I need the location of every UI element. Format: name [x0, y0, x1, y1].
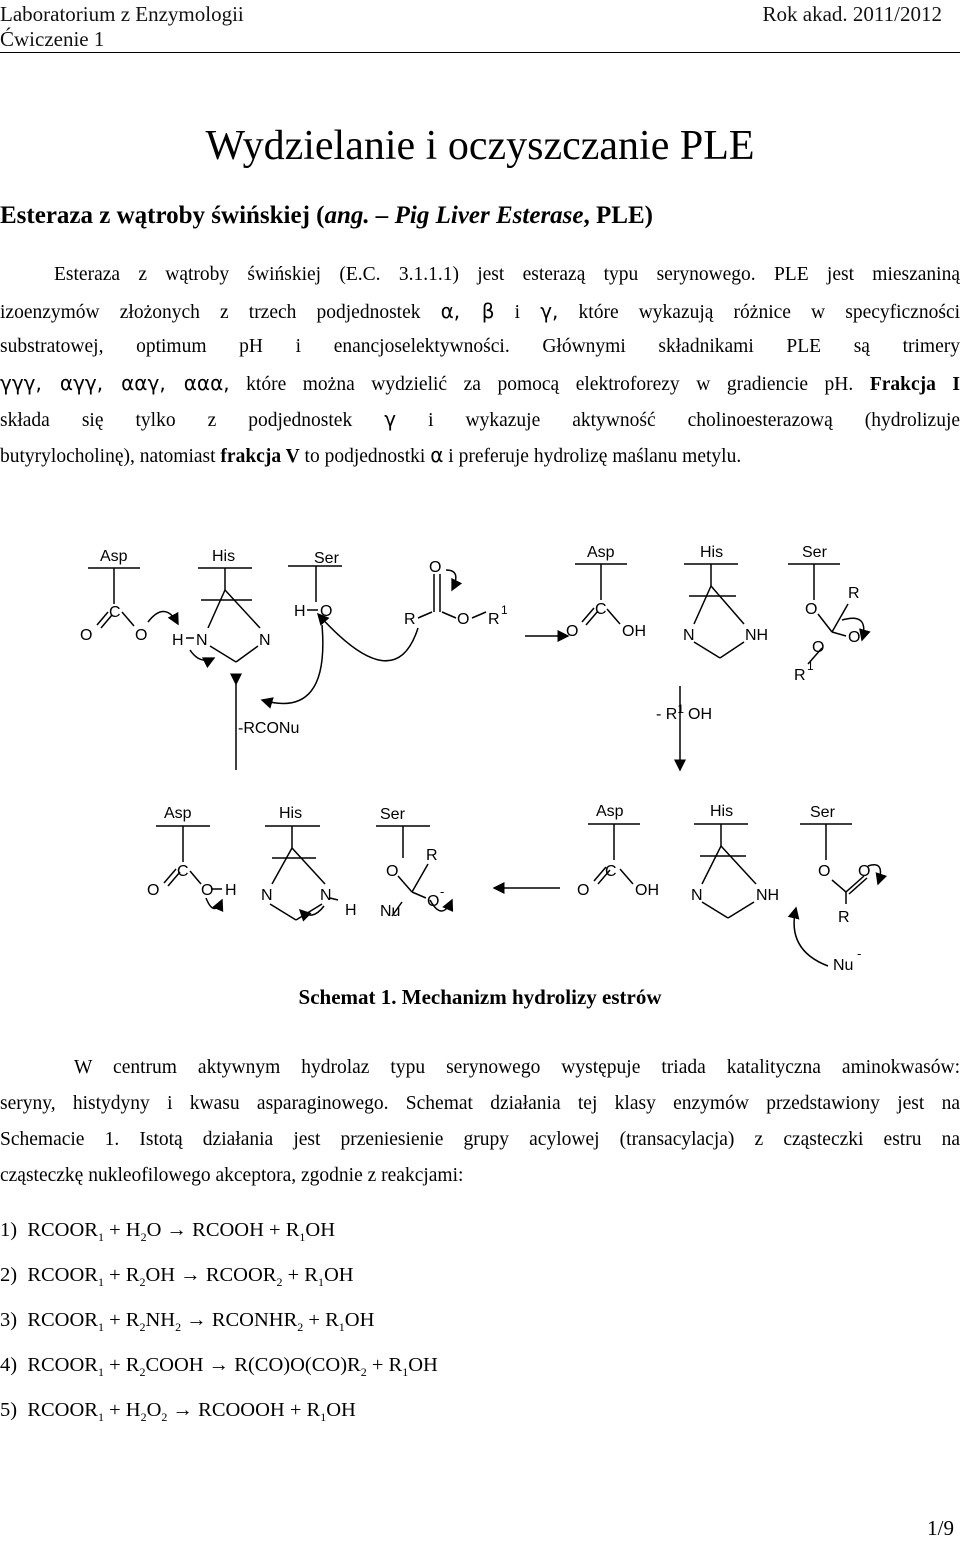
svg-text:C: C [605, 863, 617, 880]
reaction-5: 5) RCOOR1 + H2O2 → RCOOOH + R1OH [0, 1399, 356, 1425]
svg-text:N: N [196, 632, 208, 649]
svg-text:Asp: Asp [587, 544, 615, 561]
svg-text:OH: OH [622, 623, 646, 640]
svg-text:-: - [440, 884, 444, 899]
svg-text:Ser: Ser [802, 544, 828, 561]
svg-text:His: His [710, 803, 733, 820]
svg-text:1: 1 [501, 603, 508, 617]
svg-text:O: O [848, 629, 860, 646]
svg-text:C: C [177, 863, 189, 880]
svg-text:O: O [858, 863, 870, 880]
svg-text:His: His [279, 805, 302, 822]
intro-line-2: izoenzymów złożonych z trzech podjednost… [0, 299, 960, 323]
svg-text:N: N [691, 887, 703, 904]
svg-text:O: O [386, 863, 398, 880]
header-rule [0, 52, 960, 53]
header-lab: Laboratorium z Enzymologii [0, 2, 244, 26]
svg-text:H: H [225, 882, 237, 899]
body-line-1: W centrum aktywnym hydrolaz typu serynow… [74, 1057, 960, 1078]
svg-text:O: O [457, 611, 469, 628]
intro-line-6: butyrylocholinę), natomiast frakcja V to… [0, 443, 742, 467]
svg-text:O: O [201, 882, 213, 899]
svg-text:Ser: Ser [810, 804, 836, 821]
reaction-1: 1) RCOOR1 + H2O → RCOOH + R1OH [0, 1219, 336, 1245]
reaction-scheme: Asp His Ser O C O H N N H O O R O R 1 As… [80, 544, 888, 974]
header-year: Rok akad. 2011/2012 [762, 2, 942, 26]
svg-text:C: C [109, 604, 121, 621]
svg-text:O: O [135, 627, 147, 644]
header-exercise: Ćwiczenie 1 [0, 27, 105, 51]
svg-text:H: H [172, 632, 184, 649]
asp-label: Asp [100, 548, 128, 565]
svg-text:NH: NH [756, 887, 779, 904]
rconu-label: -RCONu [238, 720, 299, 737]
svg-text:N: N [259, 632, 271, 649]
svg-text:Ser: Ser [380, 806, 406, 823]
svg-text:O: O [566, 623, 578, 640]
svg-text:N: N [261, 887, 273, 904]
subtitle: Esteraza z wątroby świńskiej (ang. – Pig… [0, 202, 653, 229]
intro-line-4: γγγ, αγγ, ααγ, ααα, które można wydzieli… [0, 371, 960, 395]
svg-text:C: C [595, 601, 607, 618]
body-paragraph: W centrum aktywnym hydrolaz typu serynow… [0, 1050, 960, 1194]
svg-text:R: R [488, 611, 500, 628]
svg-text:R: R [838, 909, 850, 926]
svg-text:His: His [700, 544, 723, 561]
svg-text:O: O [427, 893, 439, 910]
svg-text:R: R [426, 847, 438, 864]
svg-text:-: - [857, 946, 861, 961]
svg-text:O: O [429, 559, 441, 576]
svg-text:O: O [805, 601, 817, 618]
reaction-4: 4) RCOOR1 + R2COOH → R(CO)O(CO)R2 + R1OH [0, 1354, 438, 1380]
reaction-2: 2) RCOOR1 + R2OH → RCOOR2 + R1OH [0, 1264, 354, 1290]
reaction-3: 3) RCOOR1 + R2NH2 → RCONHR2 + R1OH [0, 1309, 375, 1335]
svg-text:N: N [683, 627, 695, 644]
intro-line-1: Esteraza z wątroby świńskiej (E.C. 3.1.1… [54, 264, 960, 285]
svg-text:O: O [577, 882, 589, 899]
svg-text:O: O [80, 627, 92, 644]
svg-text:NH: NH [745, 627, 768, 644]
scheme-caption: Schemat 1. Mechanizm hydrolizy estrów [298, 985, 662, 1009]
svg-text:-: - [861, 622, 865, 637]
intro-line-5: składa się tylko z podjednostek γ i wyka… [0, 407, 960, 431]
svg-text:R: R [794, 667, 806, 684]
body-line-2: seryny, histydyny i kwasu asparaginowego… [0, 1093, 960, 1114]
svg-text:O: O [147, 882, 159, 899]
his-label: His [212, 548, 235, 565]
svg-text:O: O [812, 639, 824, 656]
body-line-3: Schemacie 1. Istotą działania jest przen… [0, 1129, 960, 1150]
svg-text:OH: OH [635, 882, 659, 899]
svg-text:Asp: Asp [596, 803, 624, 820]
page-number: 1/9 [927, 1516, 954, 1540]
svg-text:O: O [818, 863, 830, 880]
body-line-4: cząsteczkę nukleofilowego akceptora, zgo… [0, 1165, 464, 1186]
intro-paragraph: Esteraza z wątroby świńskiej (E.C. 3.1.1… [0, 257, 960, 473]
svg-text:O: O [320, 603, 332, 620]
intro-line-3: substratowej, optimum pH i enancjoselekt… [0, 336, 960, 357]
ser-label: Ser [314, 550, 340, 567]
svg-text:H: H [294, 603, 306, 620]
svg-text:H: H [345, 902, 357, 919]
svg-text:R: R [848, 585, 860, 602]
svg-text:R: R [404, 611, 416, 628]
svg-text:N: N [320, 887, 332, 904]
svg-text:Nu: Nu [833, 957, 853, 974]
page-title: Wydzielanie i oczyszczanie PLE [205, 123, 755, 169]
svg-text:Nu: Nu [380, 903, 400, 920]
svg-text:1: 1 [807, 659, 814, 673]
svg-text:Asp: Asp [164, 805, 192, 822]
